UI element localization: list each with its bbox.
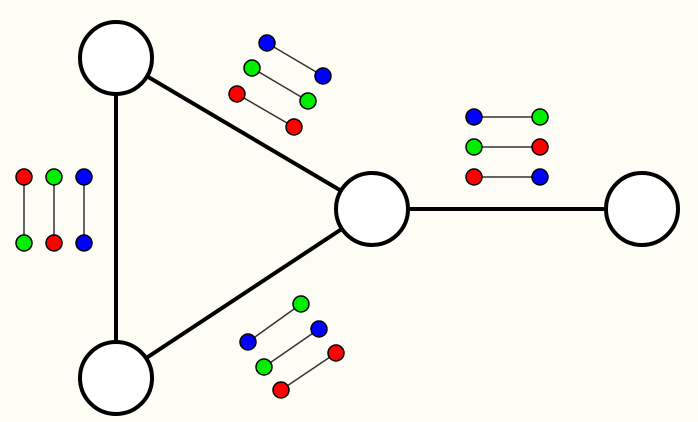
- pair-dot-red: [15, 168, 33, 186]
- node-right: [604, 171, 680, 247]
- pair-dot-green: [255, 358, 273, 376]
- edge-bottom-left-center: [114, 207, 374, 380]
- pair-dot-blue: [531, 168, 549, 186]
- pair-dot-green: [531, 108, 549, 126]
- pair-link: [280, 352, 337, 391]
- pair-dot-red: [272, 381, 290, 399]
- pair-dot-blue: [314, 67, 332, 85]
- pair-dot-blue: [465, 108, 483, 126]
- pair-dot-green: [243, 59, 261, 77]
- pair-dot-green: [45, 168, 63, 186]
- pair-link: [247, 303, 302, 343]
- pair-dot-blue: [310, 320, 328, 338]
- pair-link: [263, 328, 320, 368]
- pair-dot-red: [327, 344, 345, 362]
- pair-dot-red: [45, 234, 63, 252]
- pair-dot-green: [15, 234, 33, 252]
- pair-dot-red: [531, 138, 549, 156]
- pair-dot-red: [285, 118, 303, 136]
- pair-dot-blue: [239, 333, 257, 351]
- pair-dot-red: [465, 168, 483, 186]
- pair-dot-blue: [258, 34, 276, 52]
- node-center: [334, 171, 410, 247]
- pair-dot-green: [465, 138, 483, 156]
- pair-link: [266, 42, 324, 77]
- pair-link: [236, 93, 295, 128]
- edge-top-left-center: [114, 56, 374, 211]
- pair-dot-blue: [75, 234, 93, 252]
- node-top-left: [78, 20, 154, 96]
- node-bottom-left: [78, 340, 154, 416]
- pair-dot-green: [299, 92, 317, 110]
- pair-dot-red: [228, 85, 246, 103]
- pair-dot-blue: [75, 168, 93, 186]
- pair-dot-green: [292, 295, 310, 313]
- pair-link: [251, 67, 309, 102]
